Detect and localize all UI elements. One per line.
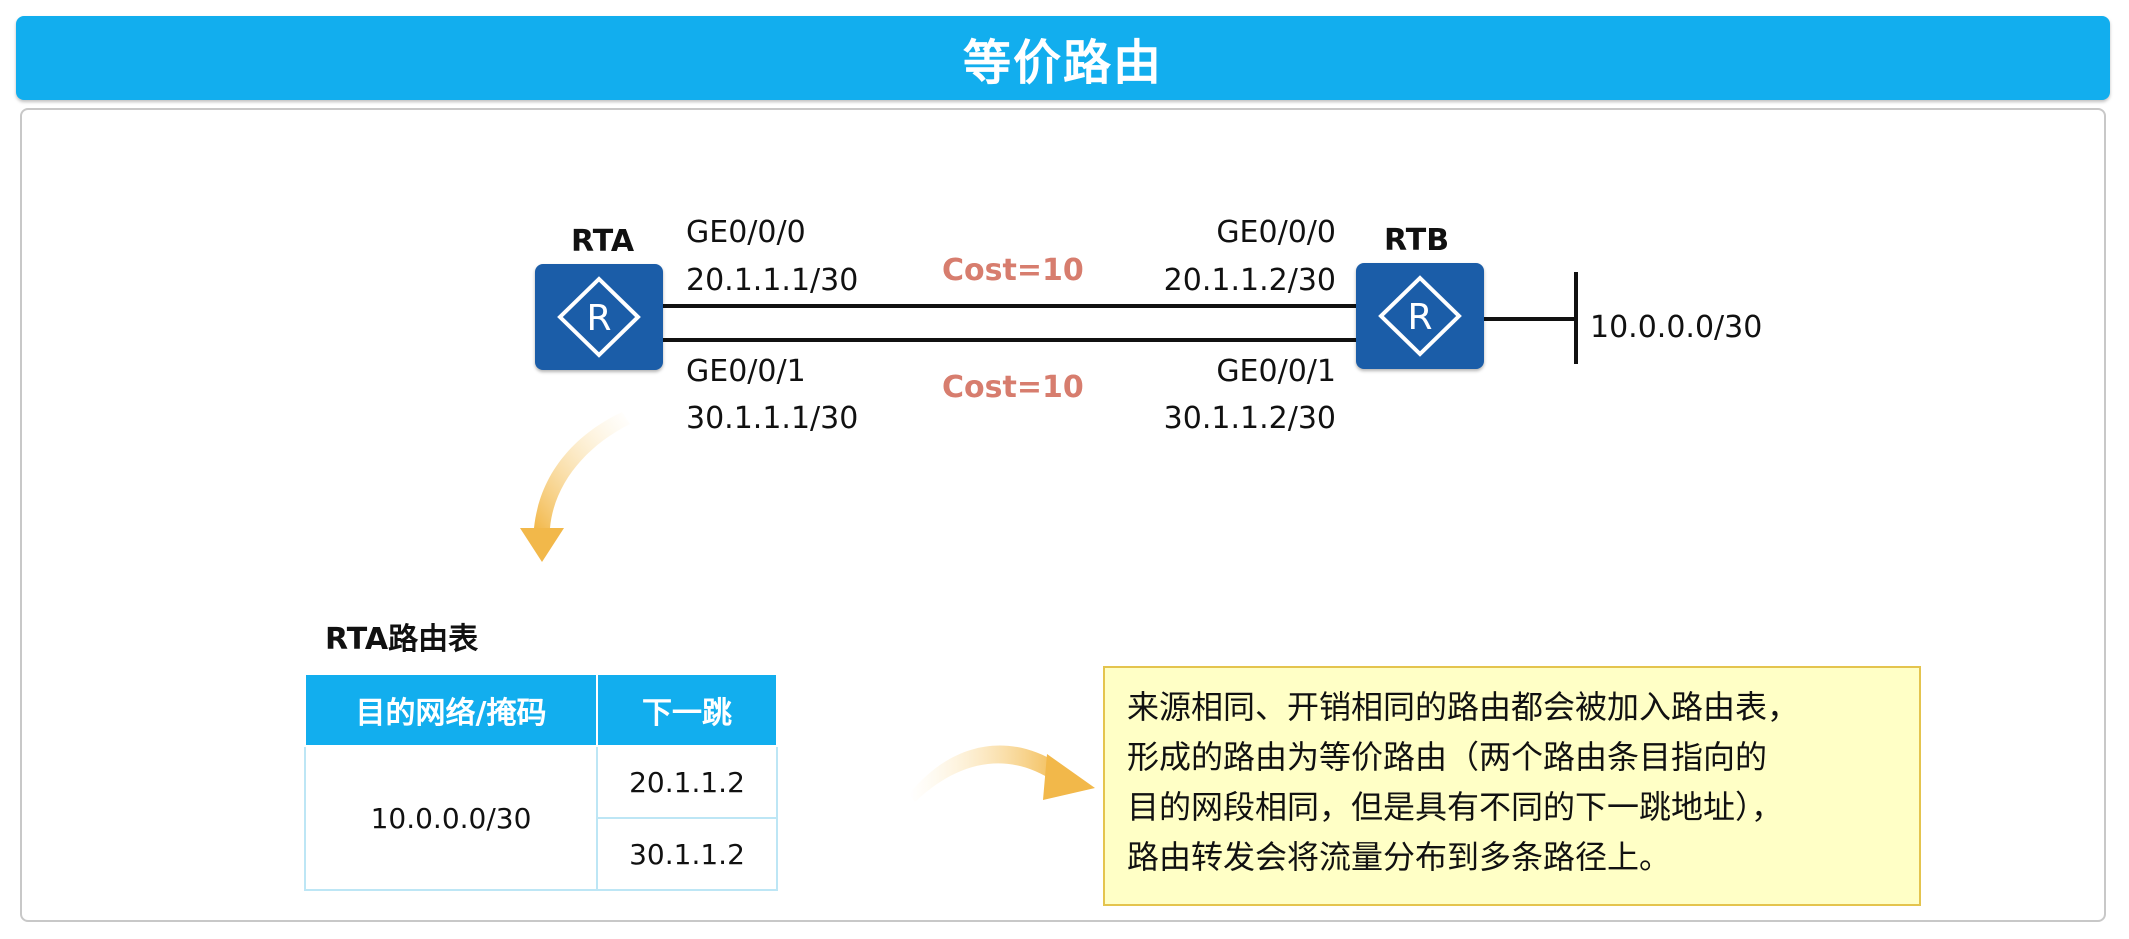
router-icon: R [1378, 275, 1462, 357]
router-rtb[interactable]: R [1356, 263, 1484, 369]
rtb-if1-label: GE0/0/1 [1216, 354, 1336, 389]
header-next-hop: 下一跳 [596, 673, 778, 747]
route-table-header-row: 目的网络/掩码 下一跳 [304, 673, 778, 747]
note-line: 来源相同、开销相同的路由都会被加入路由表， [1127, 688, 1800, 726]
note-line: 路由转发会将流量分布到多条路径上。 [1127, 838, 1672, 876]
router-rta[interactable]: R [535, 264, 663, 370]
title-bar: 等价路由 [16, 16, 2110, 100]
rta-ip0-label: 20.1.1.1/30 [686, 263, 859, 298]
curved-arrow-icon [909, 745, 1095, 802]
network-segment-bar [1574, 272, 1578, 364]
rta-if1-label: GE0/0/1 [686, 354, 806, 389]
note-line: 目的网段相同，但是具有不同的下一跳地址）， [1127, 788, 1784, 826]
table-row: 10.0.0.0/30 20.1.1.2 [304, 745, 778, 891]
rta-name: RTA [571, 224, 635, 259]
next-hop-cell: 30.1.1.2 [596, 817, 778, 891]
router-icon: R [557, 276, 641, 358]
rtb-network-label: 10.0.0.0/30 [1590, 310, 1763, 345]
link-top [662, 304, 1356, 308]
explanation-note: 来源相同、开销相同的路由都会被加入路由表， 形成的路由为等价路由（两个路由条目指… [1103, 666, 1921, 906]
rtb-if0-label: GE0/0/0 [1216, 215, 1336, 250]
rta-if0-label: GE0/0/0 [686, 215, 806, 250]
route-table: 目的网络/掩码 下一跳 10.0.0.0/30 20.1.1.2 30.1.1.… [304, 673, 778, 891]
link-cost-top: Cost=10 [942, 253, 1084, 288]
curved-arrow-icon [520, 412, 630, 562]
rtb-ip0-label: 20.1.1.2/30 [1163, 263, 1336, 298]
header-destination: 目的网络/掩码 [304, 673, 598, 747]
link-cost-bottom: Cost=10 [942, 370, 1084, 405]
router-icon-letter: R [586, 298, 611, 339]
note-line: 形成的路由为等价路由（两个路由条目指向的 [1127, 738, 1768, 776]
rta-ip1-label: 30.1.1.1/30 [686, 401, 859, 436]
router-icon-letter: R [1407, 297, 1432, 338]
rtb-ip1-label: 30.1.1.2/30 [1163, 401, 1336, 436]
table-row: 30.1.1.2 [305, 817, 778, 891]
rtb-name: RTB [1384, 223, 1450, 258]
rtb-network-link [1484, 317, 1576, 321]
next-hop-cell: 20.1.1.2 [596, 745, 778, 819]
page-title: 等价路由 [962, 35, 1163, 91]
destination-cell: 10.0.0.0/30 [304, 745, 598, 891]
route-table-title: RTA路由表 [325, 622, 479, 657]
link-bottom [662, 338, 1356, 342]
